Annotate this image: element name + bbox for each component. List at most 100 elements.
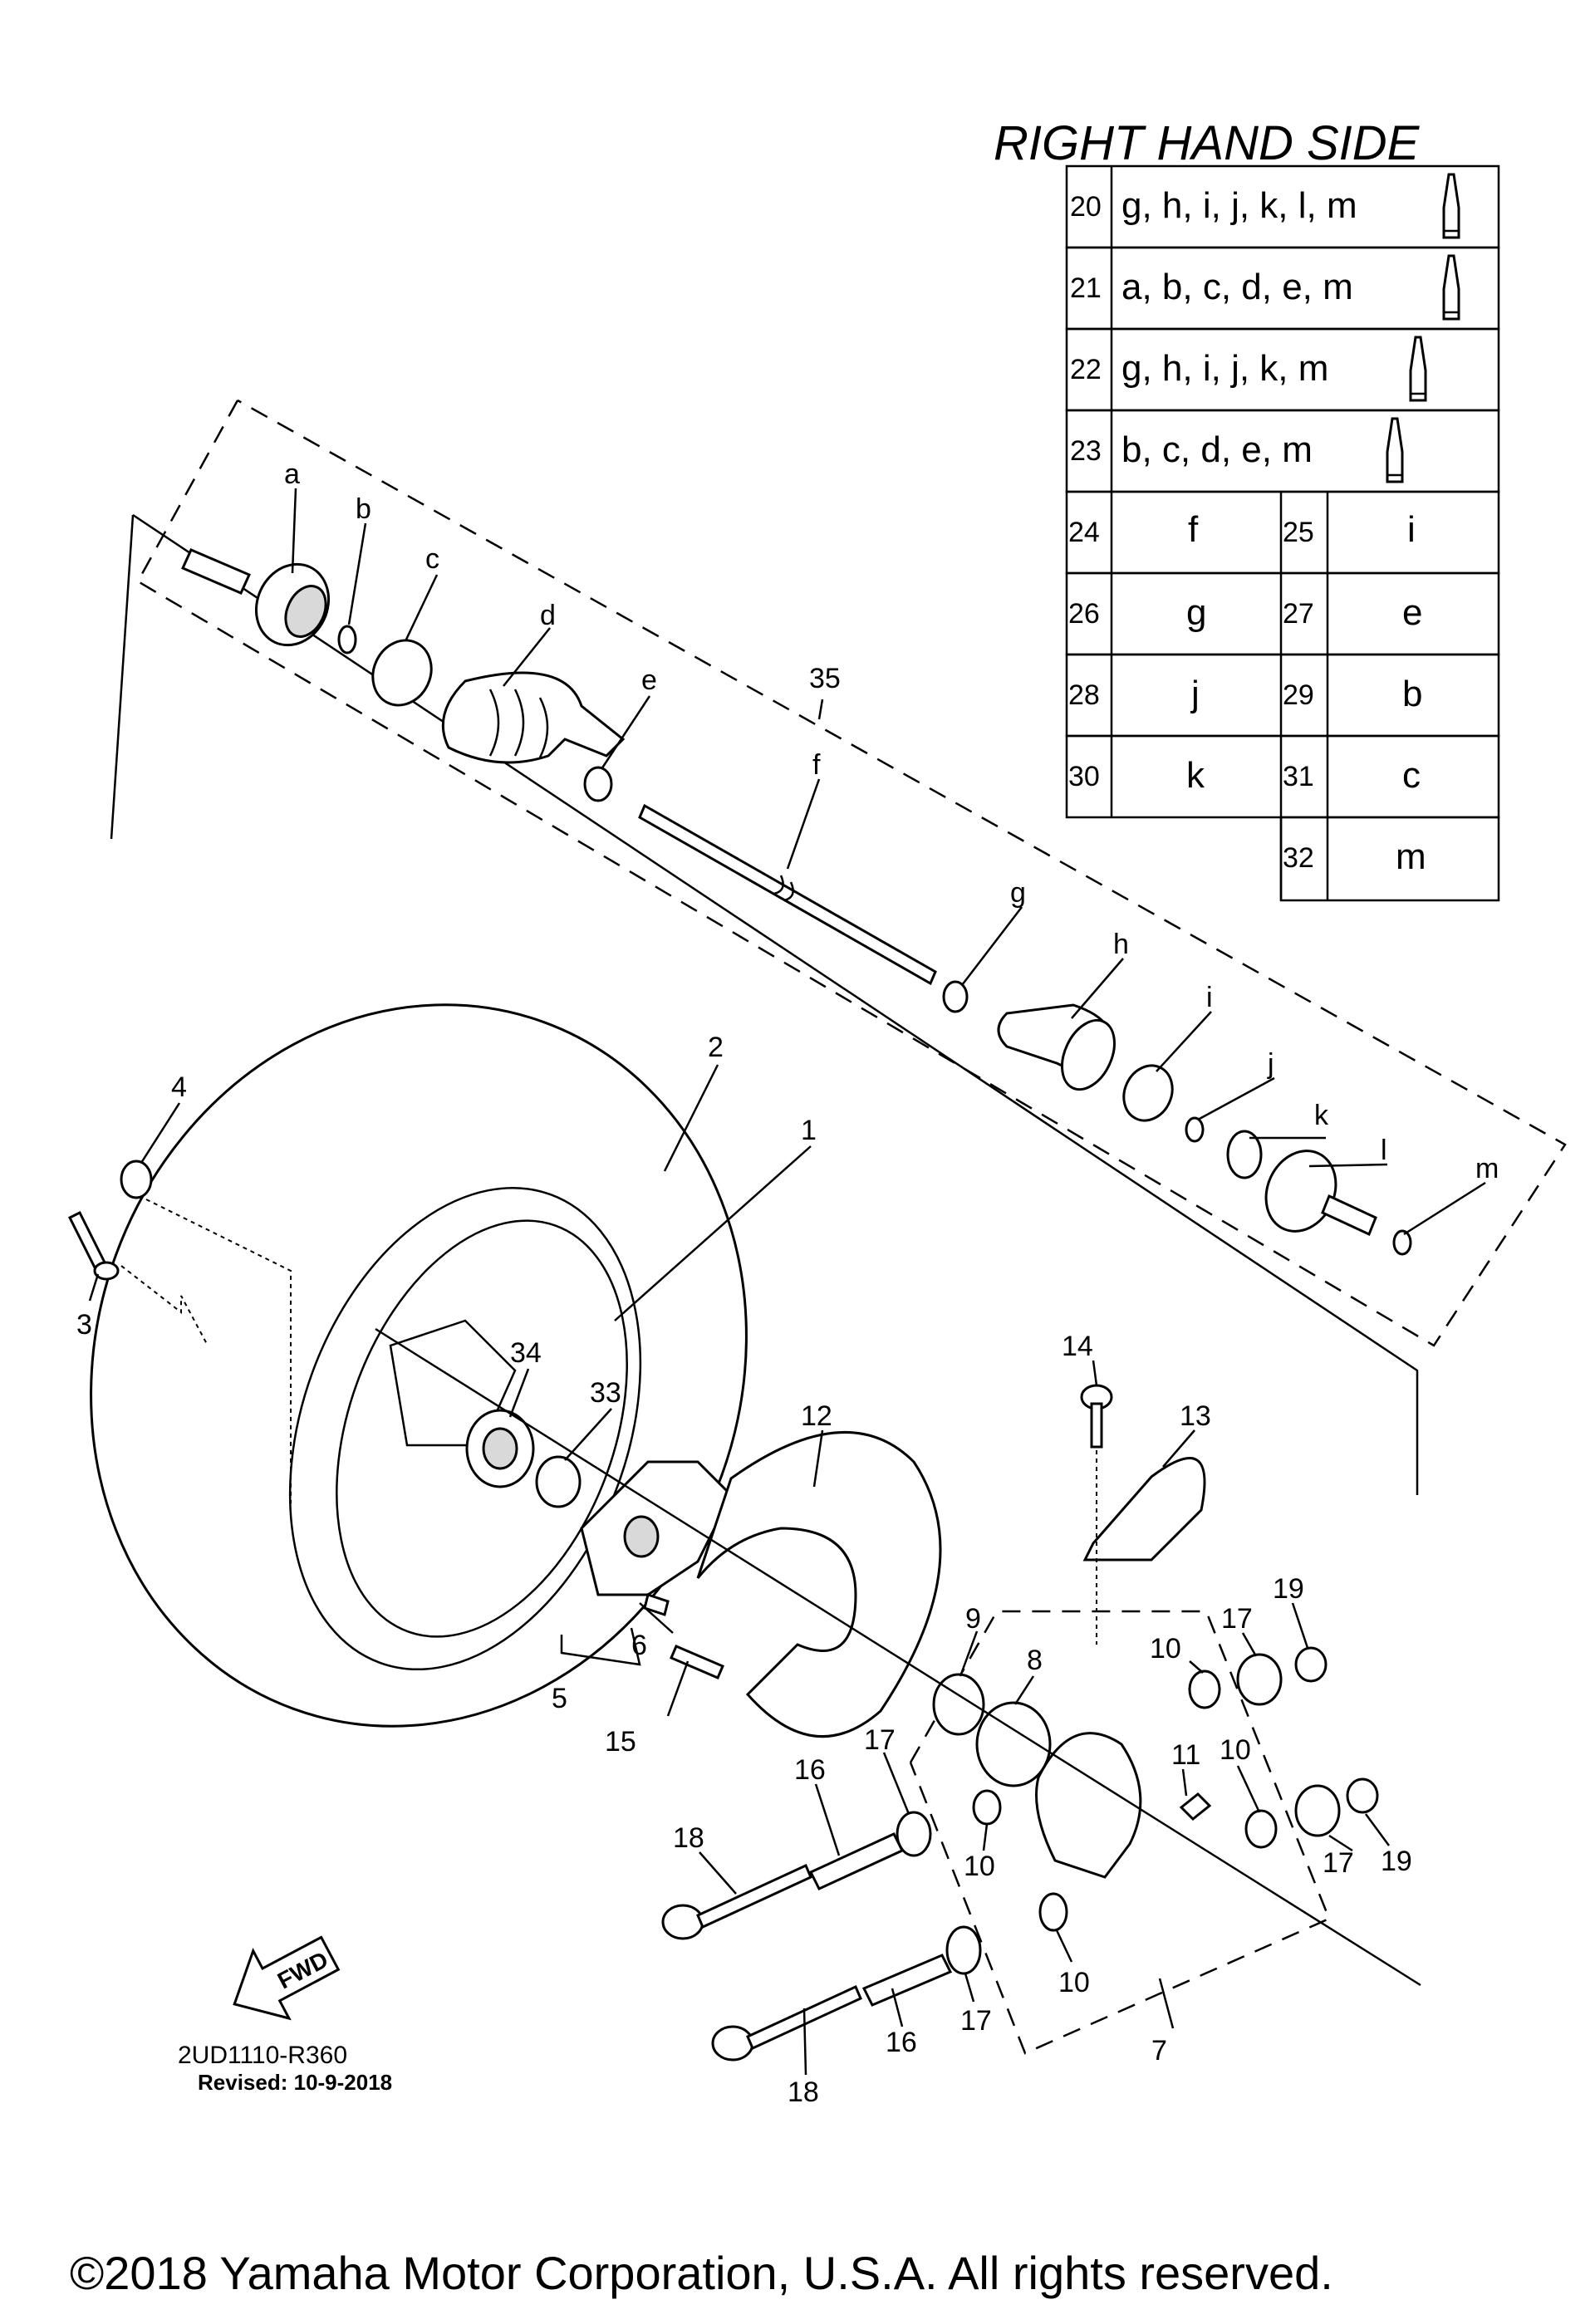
kit-pair-number: 27 — [1283, 598, 1314, 630]
kit-pair-letter: m — [1396, 836, 1426, 877]
dust-boot-d — [441, 671, 626, 764]
callout-19: 19 — [1381, 1846, 1412, 1877]
callout-k: k — [1314, 1100, 1329, 1131]
callout-10: 10 — [964, 1851, 995, 1882]
brake-disc-12 — [696, 1431, 942, 1738]
circlip-9 — [932, 1673, 985, 1736]
callout-10: 10 — [1150, 1633, 1181, 1665]
circlip-j — [1185, 1116, 1205, 1143]
collar-17 — [1294, 1784, 1341, 1837]
boot-band-g — [942, 980, 969, 1013]
callout-12: 12 — [801, 1400, 832, 1432]
callout-16: 16 — [794, 1754, 826, 1786]
grease-tube-icon — [1442, 254, 1460, 321]
kit-pair-number: 25 — [1283, 517, 1314, 548]
fwd-arrow-icon: FWD — [233, 1935, 341, 2021]
stud-bolt-6 — [643, 1593, 670, 1616]
callout-10: 10 — [1220, 1734, 1251, 1766]
drive-shaft-group — [110, 399, 1567, 1495]
bolt-18 — [661, 1863, 812, 1940]
callout-17: 17 — [1221, 1603, 1253, 1635]
outer-cv-joint — [181, 548, 331, 647]
callout-17: 17 — [864, 1724, 896, 1756]
callout-33: 33 — [590, 1377, 621, 1409]
wheel-tire-assembly — [90, 1003, 748, 1728]
kit-row-number: 20 — [1070, 191, 1102, 223]
kit-row-parts: g, h, i, j, k, l, m — [1121, 185, 1357, 226]
collar-17 — [1236, 1653, 1283, 1706]
nut-33 — [535, 1455, 582, 1508]
callout-4: 4 — [171, 1071, 187, 1103]
kit-pair-letter: c — [1402, 755, 1421, 796]
tire — [90, 1003, 748, 1728]
knuckle — [1035, 1732, 1142, 1879]
callout-i: i — [1206, 982, 1213, 1013]
bolt-14 — [1080, 1384, 1113, 1449]
kit-pair-number: 24 — [1068, 517, 1100, 548]
callout-16: 16 — [886, 2027, 917, 2058]
diagram-code: 2UD1110-R360 — [178, 2042, 347, 2069]
callout-5: 5 — [552, 1683, 567, 1714]
kit-table: 20 g, h, i, j, k, l, m 21 a, b, c, d, e,… — [1065, 164, 1500, 902]
callout-19: 19 — [1273, 1573, 1304, 1605]
valve-guide-line — [145, 1199, 292, 1503]
bolt-18 — [711, 1984, 862, 2062]
boot-band-i — [1122, 1064, 1174, 1122]
callout-m: m — [1475, 1153, 1499, 1184]
ring-k — [1226, 1130, 1263, 1179]
callout-11: 11 — [1171, 1739, 1200, 1771]
callout-10: 10 — [1058, 1967, 1090, 1998]
kit-pair-number: 29 — [1283, 679, 1314, 711]
kit-pair-number: 30 — [1068, 761, 1100, 792]
kit-row-number: 22 — [1070, 354, 1102, 385]
drive-shaft-f — [638, 803, 937, 986]
callout-6: 6 — [631, 1630, 647, 1661]
nut-19 — [1346, 1777, 1379, 1814]
nut-19 — [1294, 1646, 1328, 1683]
callout-d: d — [540, 600, 556, 631]
callout-35: 35 — [809, 663, 841, 694]
collar-17 — [896, 1811, 932, 1857]
callout-1: 1 — [801, 1115, 817, 1146]
bracket-13 — [1082, 1457, 1206, 1562]
callout-f: f — [812, 749, 821, 781]
callout-18: 18 — [673, 1822, 704, 1854]
grease-nipple-11 — [1179, 1792, 1212, 1821]
callout-18: 18 — [788, 2076, 819, 2108]
bushing-10 — [972, 1789, 1002, 1826]
kit-pair-letter: g — [1186, 592, 1206, 633]
kit-row-parts: b, c, d, e, m — [1121, 429, 1313, 470]
kit-pair-number: 31 — [1283, 761, 1314, 792]
spacer-16 — [808, 1832, 905, 1890]
callout-b: b — [356, 493, 371, 525]
inner-cv-joint — [1264, 1150, 1377, 1237]
callout-9: 9 — [965, 1603, 981, 1635]
bushing-10 — [1038, 1892, 1068, 1932]
kit-row-parts: a, b, c, d, e, m — [1121, 267, 1353, 307]
valve-guide-line — [120, 1265, 209, 1346]
side-title: RIGHT HAND SIDE — [994, 116, 1421, 170]
callout-labels: a b c d e 35 f g h i j k l m 2 1 4 3 34 … — [76, 458, 1499, 2108]
callout-g: g — [1010, 877, 1026, 909]
kit-pair-letter: e — [1402, 592, 1422, 633]
callout-a: a — [284, 458, 300, 490]
bearing-8 — [975, 1701, 1052, 1787]
kit-pair-letter: f — [1188, 509, 1199, 550]
bushing-10 — [1244, 1809, 1278, 1849]
copyright: ©2018 Yamaha Motor Corporation, U.S.A. A… — [70, 2247, 1333, 2299]
boot-band-c — [371, 639, 433, 707]
callout-2: 2 — [708, 1032, 724, 1063]
knuckle-group — [909, 1610, 1379, 2055]
hub-nut-34 — [465, 1409, 535, 1488]
tire-valve — [67, 1210, 120, 1281]
callout-17: 17 — [1323, 1847, 1354, 1879]
kit-row-parts: g, h, i, j, k, m — [1121, 348, 1328, 389]
wheel-hub-5 — [580, 1460, 733, 1596]
callout-13: 13 — [1180, 1400, 1211, 1432]
wheel-rim — [288, 1186, 642, 1671]
valve-cap — [120, 1160, 153, 1199]
callout-c: c — [425, 543, 439, 575]
kit-pair-number: 28 — [1068, 679, 1100, 711]
kit-pair-number: 26 — [1068, 598, 1100, 630]
